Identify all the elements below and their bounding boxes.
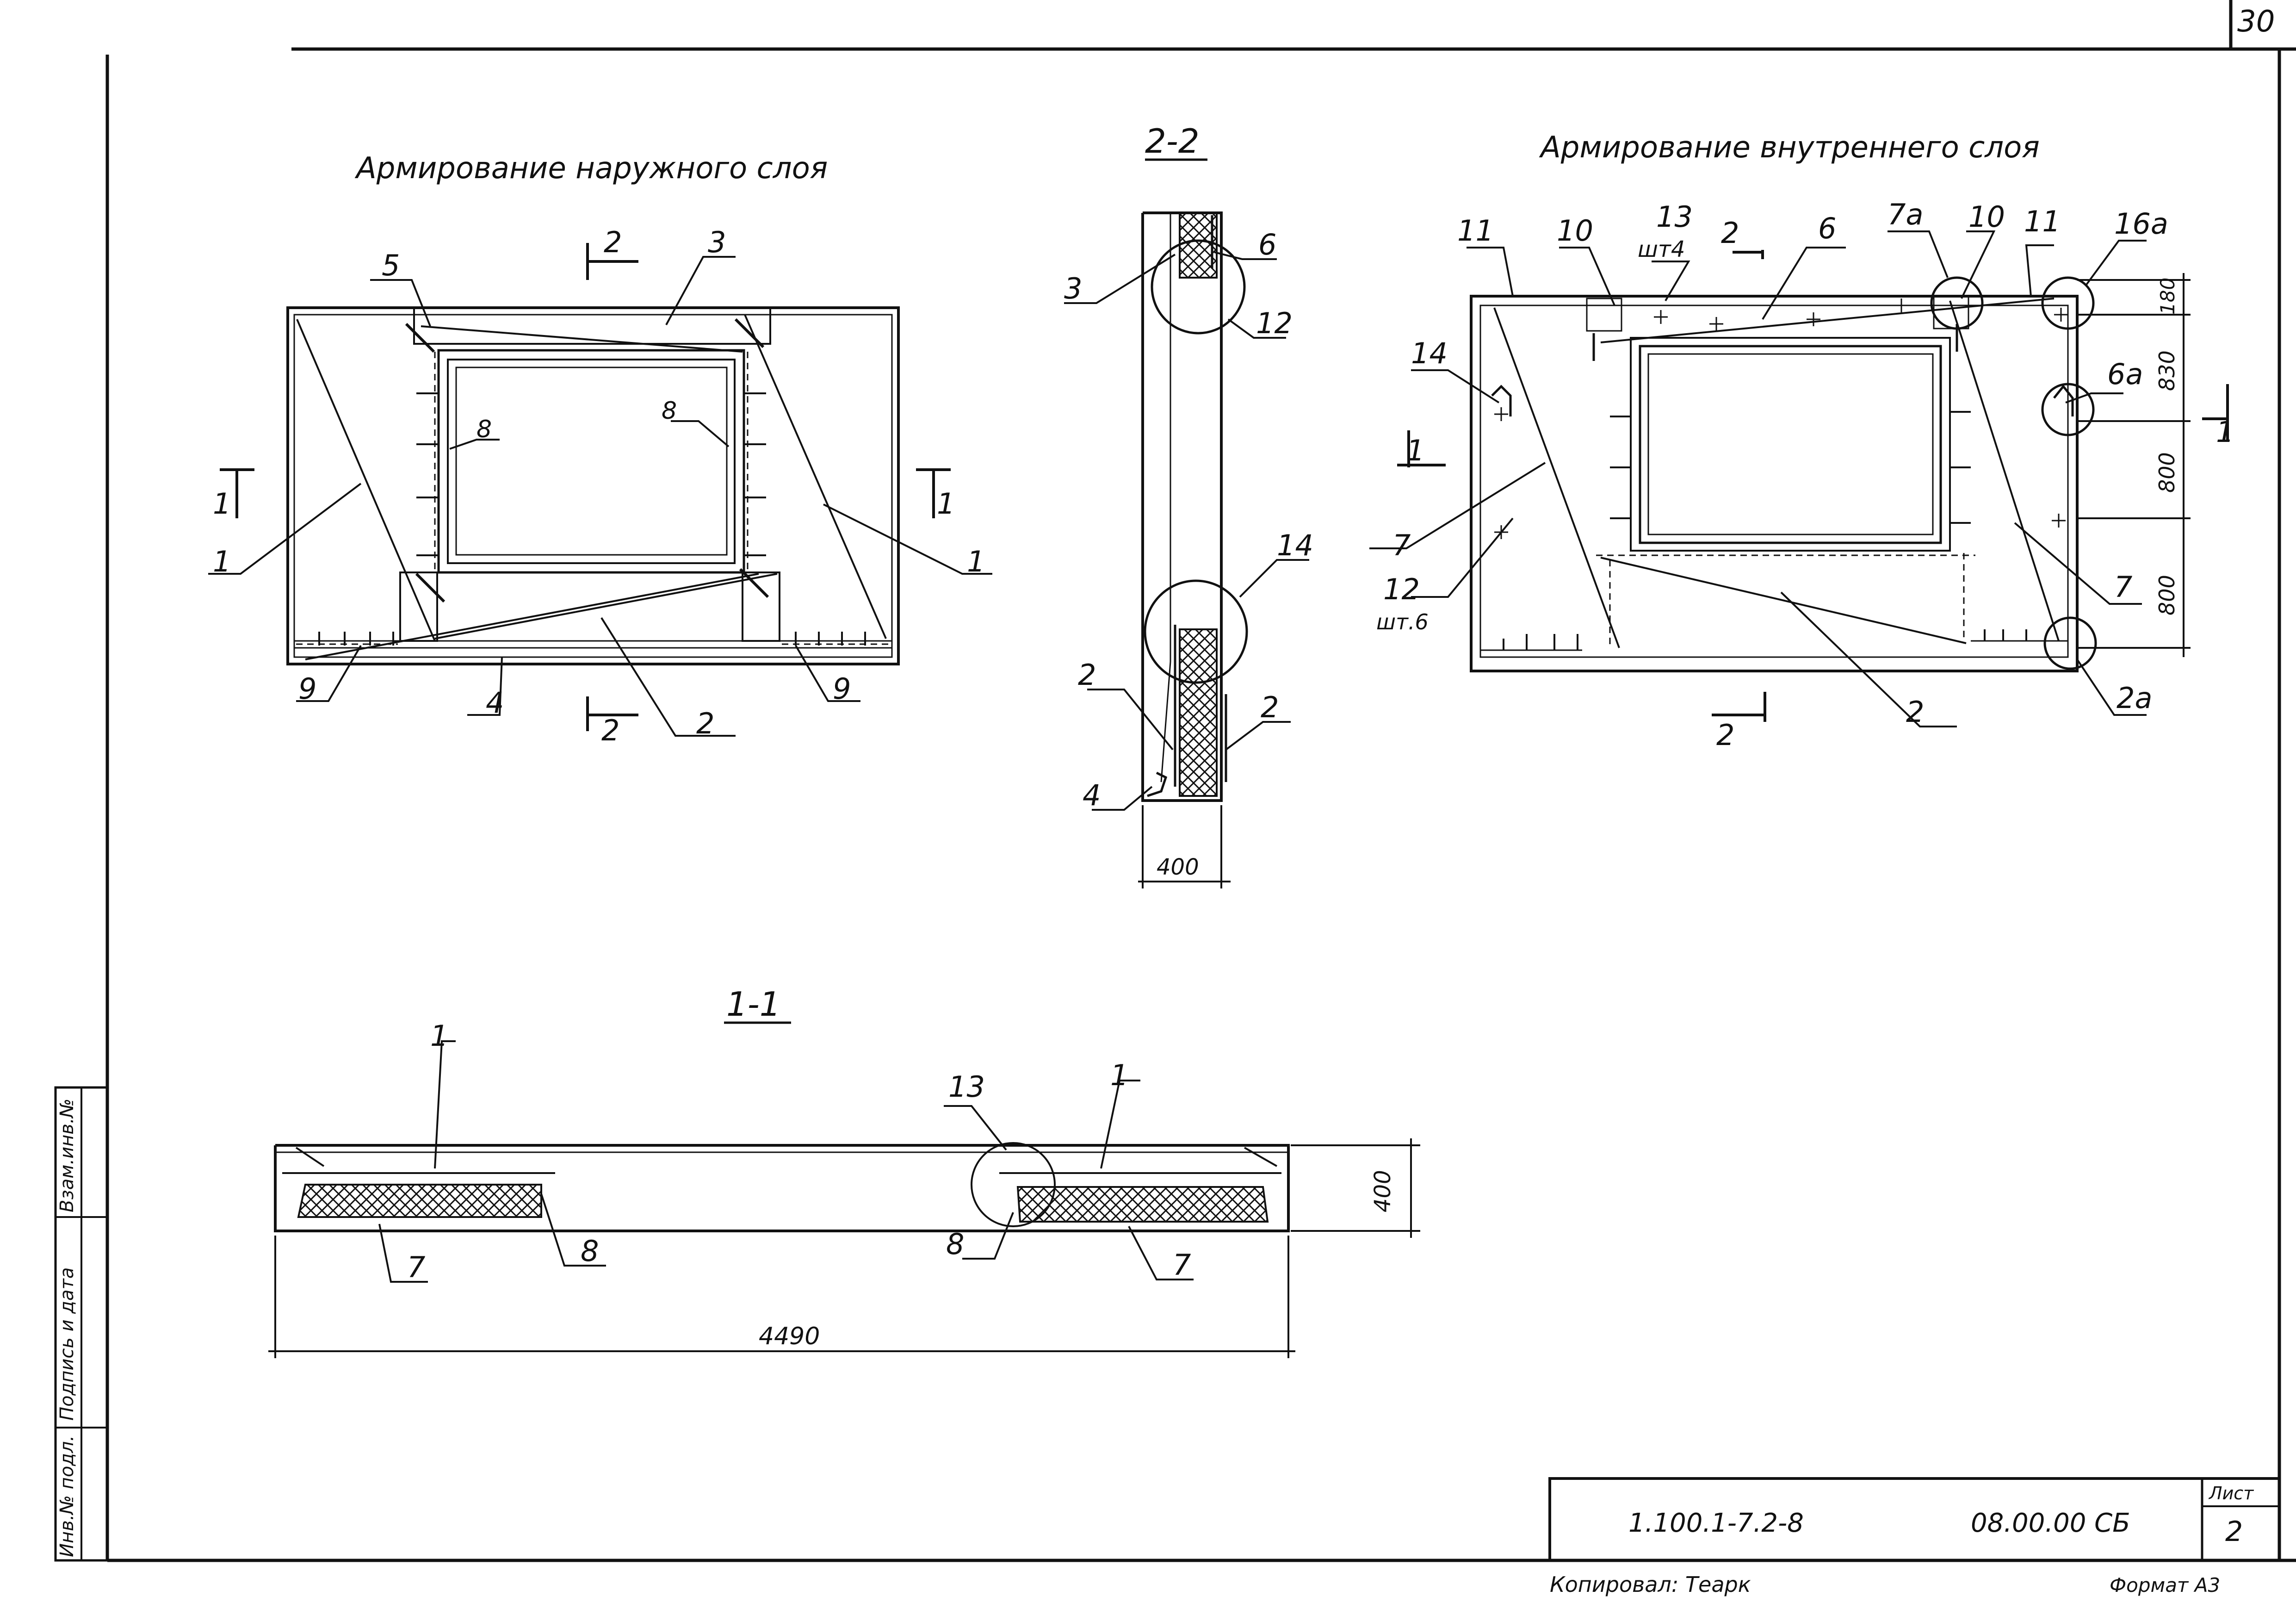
stamp-signature-date: Подпись и дата [56, 1267, 78, 1421]
outer-label-8-right: 8 [662, 397, 677, 425]
outer-label-1-left: 1 [213, 545, 231, 578]
s11-dim-400: 400 [1370, 1170, 1396, 1212]
section-1-1-view: 1 1 13 7 8 8 7 400 4490 [268, 1019, 1420, 1358]
stamp-inv-number: Инв.№ подл. [56, 1435, 78, 1557]
doc-code: 1.100.1-7.2-8 [1628, 1508, 1804, 1538]
outer-label-4: 4 [486, 686, 504, 720]
outer-layer-view: 5 2 3 8 8 1 1 1 1 9 4 2 2 9 [208, 225, 992, 747]
s11-label-8-right: 8 [946, 1227, 964, 1261]
inner-label-7a: 7а [1888, 198, 1923, 231]
inner-dim-180: 180 [2156, 278, 2179, 315]
outer-label-1-mark-left: 1 [213, 487, 231, 521]
s11-label-7-left: 7 [407, 1250, 425, 1284]
outer-label-2-bottom: 2 [696, 707, 714, 740]
inner-label-7-left: 7 [1392, 528, 1411, 562]
inner-label-7-right: 7 [2114, 570, 2132, 604]
inner-label-1-right: 1 [2216, 415, 2234, 449]
s11-label-1-left: 1 [430, 1019, 448, 1053]
heading-inner-layer: Армирование внутреннего слоя [1539, 130, 2040, 165]
section-2-2-view: 3 6 12 14 2 2 4 400 [1064, 211, 1313, 888]
s22-label-2-right: 2 [1261, 690, 1279, 724]
s11-label-1-right: 1 [1110, 1058, 1128, 1092]
stamp-replaced-inv: Взам.инв.№ [56, 1099, 78, 1212]
inner-label-2a: 2а [2117, 681, 2152, 715]
inner-layer-view: 11 10 13 шт4 2 6 7а 10 11 16а 14 6а 1 1 … [1369, 198, 2234, 752]
sheet-label: Лист [2208, 1483, 2254, 1503]
s22-label-14: 14 [1277, 528, 1313, 562]
inner-label-2-bottom-mark: 2 [1716, 718, 1734, 752]
s22-label-3: 3 [1064, 272, 1082, 305]
insulation-left [297, 1184, 542, 1218]
inner-label-13-note: шт4 [1638, 236, 1685, 262]
outer-label-9-left: 9 [298, 672, 316, 706]
heading-section-2-2: 2-2 [1145, 122, 1200, 161]
s11-label-8-left: 8 [581, 1234, 599, 1268]
inner-label-6a: 6а [2107, 357, 2143, 391]
title-block: 1.100.1-7.2-8 08.00.00 СБ Лист 2 [1548, 1477, 2281, 1562]
inner-dim-800-b: 800 [2154, 575, 2179, 615]
outer-label-2-bottom-mark: 2 [601, 714, 619, 747]
heading-section-1-1: 1-1 [726, 985, 781, 1024]
s11-label-13: 13 [948, 1070, 985, 1104]
inner-label-10-right: 10 [1968, 200, 2005, 234]
inner-label-14: 14 [1411, 336, 1448, 370]
inner-label-2-bottom: 2 [1906, 695, 1924, 729]
outer-label-1-mark-right: 1 [937, 487, 955, 521]
inner-dim-830: 830 [2154, 350, 2179, 391]
inner-label-1-left: 1 [1406, 434, 1424, 467]
inner-label-11-right: 11 [2024, 205, 2061, 238]
page-number: 30 [2237, 5, 2275, 39]
s22-label-12: 12 [1256, 306, 1293, 340]
insulation-right [1016, 1186, 1269, 1223]
side-stamp: Инв.№ подл. Подпись и дата Взам.инв.№ [54, 1086, 109, 1562]
inner-label-16a: 16а [2114, 207, 2168, 241]
paper-format: Формат А3 [2110, 1574, 2220, 1596]
outer-label-5: 5 [382, 248, 400, 282]
inner-label-12-note: шт.6 [1376, 609, 1429, 634]
inner-label-13: 13 [1656, 200, 1693, 234]
inner-dim-800-a: 800 [2154, 452, 2179, 493]
outer-label-9-right: 9 [833, 672, 851, 706]
inner-label-2-top: 2 [1721, 216, 1739, 250]
sheet-number: 2 [2225, 1516, 2243, 1548]
inner-label-6: 6 [1818, 211, 1836, 245]
outer-label-2-top: 2 [604, 225, 622, 259]
s22-label-4: 4 [1083, 778, 1101, 812]
copied-by: Копировал: Теарк [1550, 1572, 1751, 1597]
s22-label-6: 6 [1258, 228, 1276, 261]
inner-label-11-left: 11 [1457, 214, 1494, 248]
s11-label-7-right: 7 [1173, 1248, 1191, 1282]
outer-label-3: 3 [708, 225, 726, 259]
inner-label-12: 12 [1383, 572, 1420, 606]
insulation-bottom [1179, 628, 1218, 797]
inner-label-10-left: 10 [1557, 214, 1593, 248]
sheet-code: 08.00.00 СБ [1971, 1508, 2130, 1538]
heading-outer-layer: Армирование наружного слоя [354, 151, 828, 186]
s11-dim-4490: 4490 [759, 1323, 820, 1350]
s22-label-2-left: 2 [1078, 658, 1096, 692]
outer-label-1-right: 1 [967, 545, 985, 578]
outer-label-8-left: 8 [477, 416, 492, 443]
s22-dim-400: 400 [1157, 854, 1199, 880]
